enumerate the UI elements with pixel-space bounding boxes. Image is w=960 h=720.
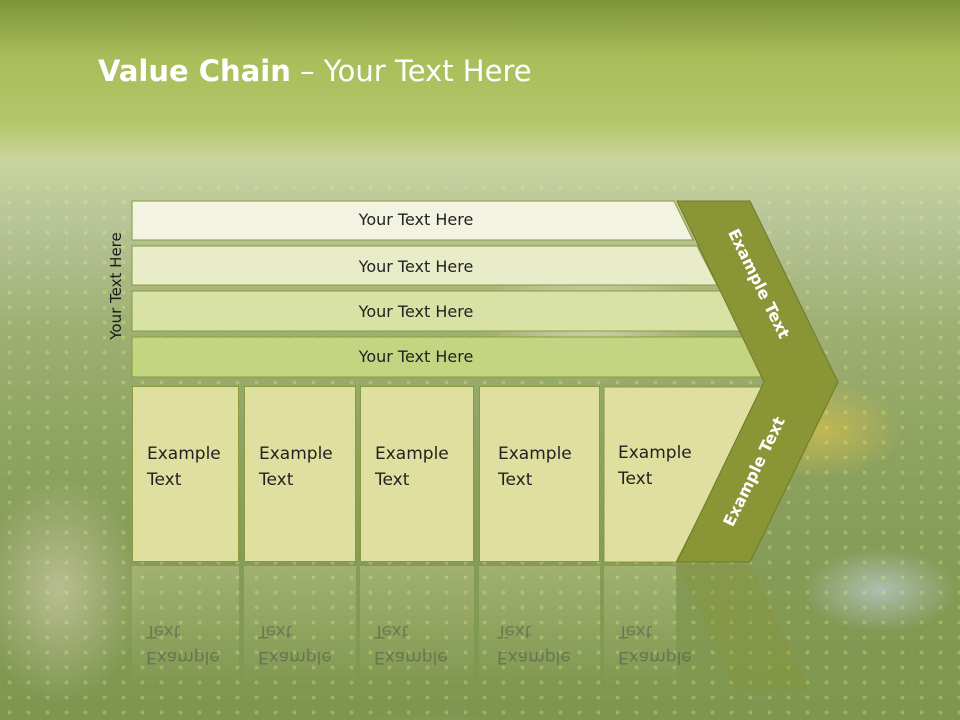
box-3-line2: Text (375, 470, 410, 490)
box-4-line2: Text (498, 470, 533, 490)
box-1-line1: Example (147, 444, 221, 464)
box-5-line2: Text (618, 469, 653, 489)
box-1: Example Text (132, 386, 239, 562)
box-2-line2: Text (259, 470, 294, 490)
title-rest: – Your Text Here (290, 54, 532, 88)
slide-title: Value Chain – Your Text Here (98, 54, 532, 88)
bar-4-label: Your Text Here (358, 347, 474, 366)
bar-1-label: Your Text Here (358, 210, 474, 229)
box-5-reflection (604, 566, 676, 686)
box-4-line1: Example (498, 444, 572, 464)
box-2-line1: Example (259, 444, 333, 464)
box-2-reflection (244, 566, 356, 686)
box-5: Example Text (604, 386, 692, 562)
title-bold: Value Chain (98, 54, 291, 88)
chevron-reflection (677, 565, 810, 690)
bar-3-label: Your Text Here (358, 302, 474, 321)
box-1-reflection (132, 566, 239, 686)
bar-2-label: Your Text Here (358, 257, 474, 276)
box-5-line1: Example (618, 443, 692, 463)
box-4: Example Text (479, 386, 600, 562)
box-3: Example Text (360, 386, 474, 562)
box-1-line2: Text (147, 470, 182, 490)
box-3-reflection (360, 566, 474, 686)
bar-1 (131, 200, 694, 241)
box-3-line1: Example (375, 444, 449, 464)
chevron-arrow (676, 200, 839, 563)
box-2: Example Text (244, 386, 356, 562)
box-4-reflection (479, 566, 600, 686)
